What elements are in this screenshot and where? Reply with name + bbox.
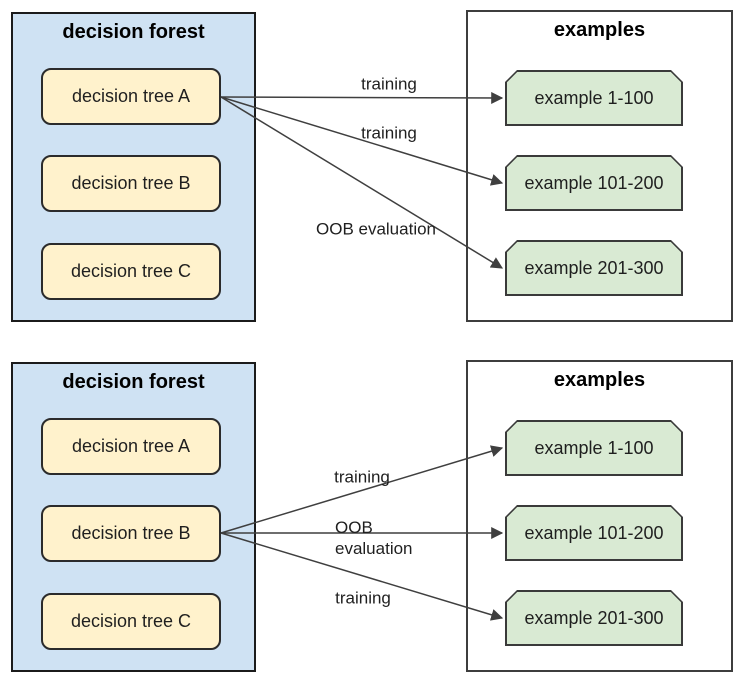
example-label: example 101-200 [524,522,664,543]
tree-label: decision tree A [71,86,191,106]
example-node-shape-fill [507,422,682,475]
example-node-shape-fill [507,157,682,210]
example-node: example 201-300 [505,590,683,646]
example-node: example 201-300 [505,240,683,296]
forest-title: decision forest [62,371,205,393]
edge-label-training: training [361,123,417,143]
edge-label-training: training [361,74,417,94]
example-node: example 101-200 [505,155,683,211]
example-label: example 1-100 [534,87,654,108]
decision-tree-c-node: decision tree C [41,243,221,300]
tree-label: decision tree B [71,173,191,193]
example-node: example 101-200 [505,505,683,561]
examples-box-top: examples example 1-100 example 101-200 e… [466,10,733,322]
examples-title: examples [553,369,646,391]
decision-tree-b-node: decision tree B [41,505,221,562]
example-label: example 1-100 [534,437,654,458]
example-node-shape-fill [507,592,682,645]
edge-label-training: training [335,588,391,608]
tree-label: decision tree A [71,436,191,456]
decision-forest-box-bottom: decision forest decision tree A decision… [11,362,256,672]
example-label: example 201-300 [524,607,664,628]
example-label: example 201-300 [524,257,664,278]
example-node: example 1-100 [505,420,683,476]
tree-label: decision tree C [70,611,192,631]
decision-tree-b-node: decision tree B [41,155,221,212]
decision-tree-a-node: decision tree A [41,68,221,125]
tree-label: decision tree C [70,261,192,281]
example-node-shape-fill [507,242,682,295]
edge-label-oob-evaluation: OOB evaluation [315,219,437,239]
example-label: example 101-200 [524,172,664,193]
forest-title: decision forest [62,21,205,43]
arrow-treeA-to-examples1-training [220,91,504,104]
example-node: example 1-100 [505,70,683,126]
edge-label-oob-evaluation: OOB evaluation [335,518,413,558]
decision-tree-a-node: decision tree A [41,418,221,475]
decision-forest-box-top: decision forest decision tree A decision… [11,12,256,322]
decision-tree-c-node: decision tree C [41,593,221,650]
examples-box-bottom: examples example 1-100 example 101-200 e… [466,360,733,672]
examples-title: examples [553,19,646,41]
example-node-shape-fill [507,507,682,560]
tree-label: decision tree B [71,523,191,543]
edge-label-training: training [334,467,390,487]
example-node-shape-fill [507,72,682,125]
